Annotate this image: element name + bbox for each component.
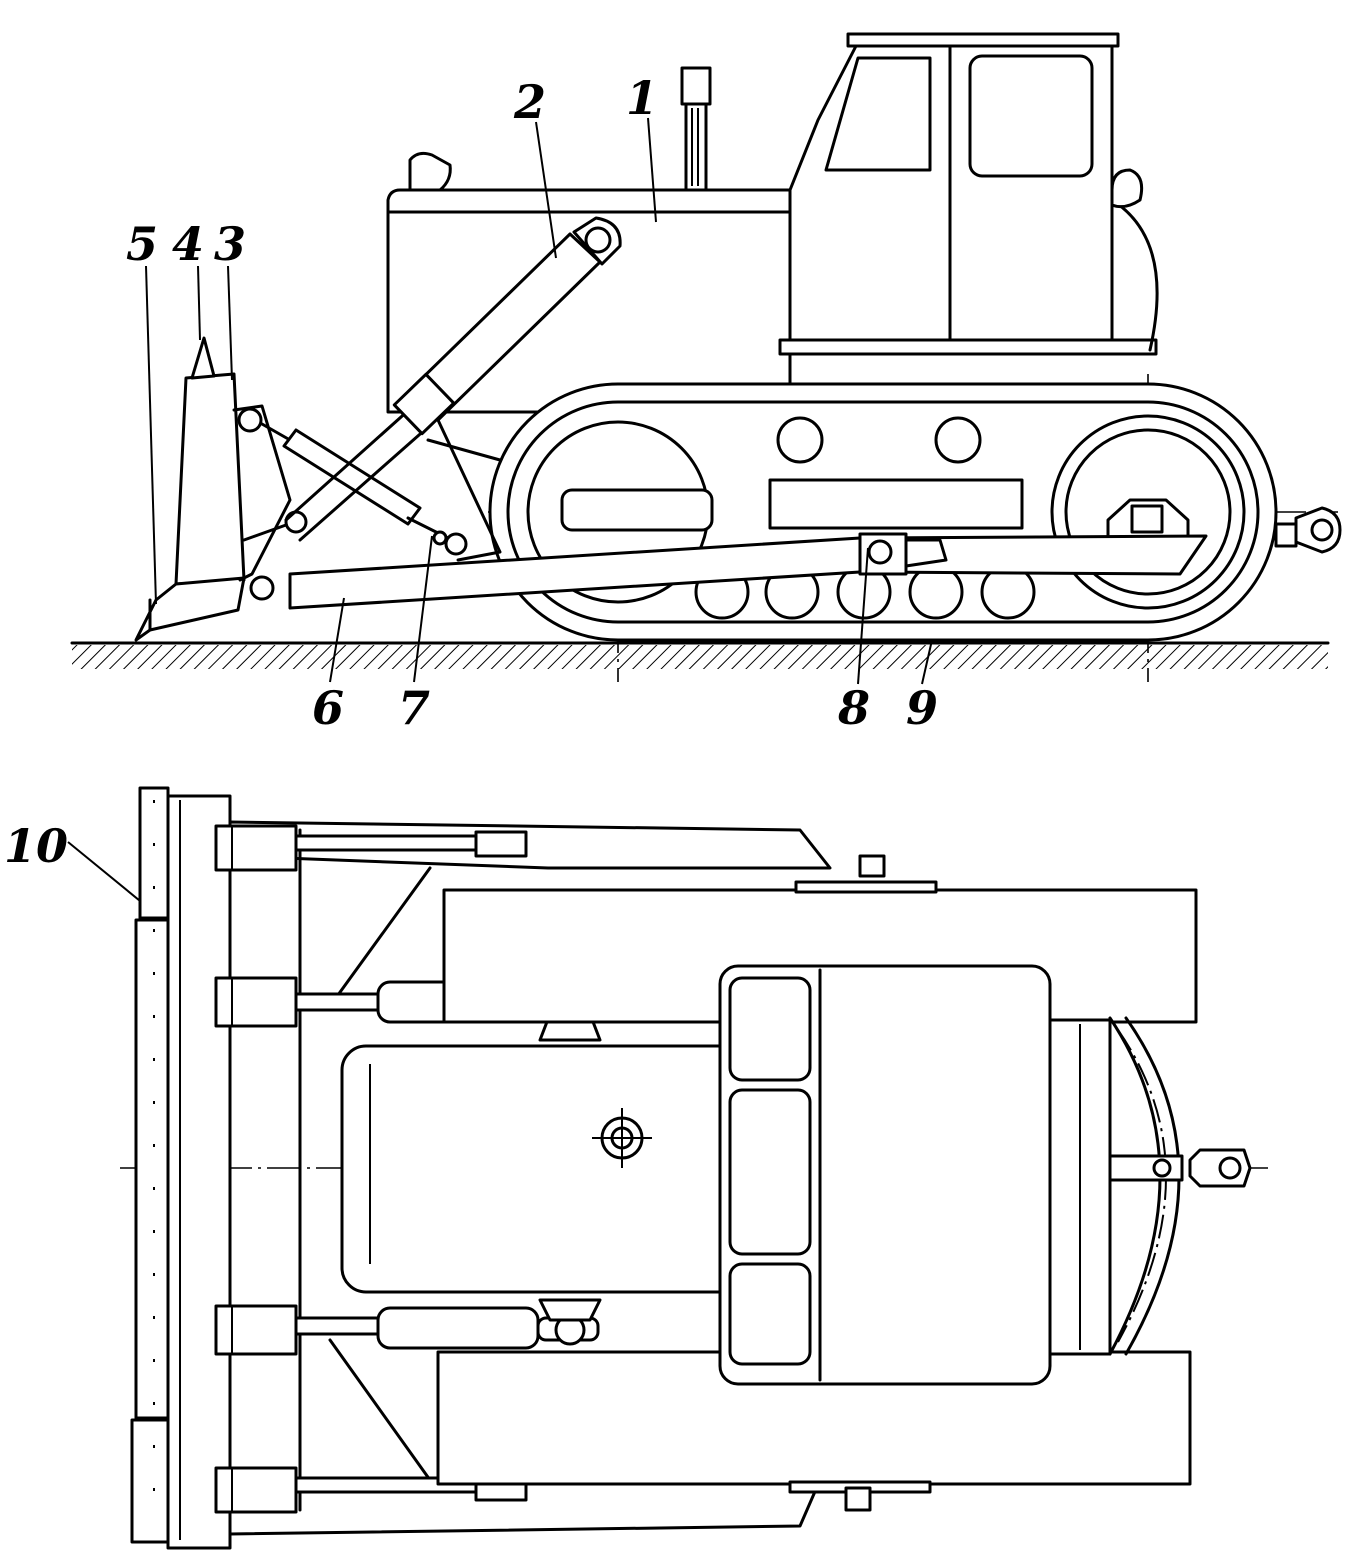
crawler-track: [488, 382, 1342, 642]
rear-light-icon: [1110, 168, 1144, 209]
ground-surface: [70, 641, 1330, 669]
label-5: 5: [126, 217, 158, 271]
lift-cylinder: [284, 216, 622, 562]
top-cabin: [718, 964, 1052, 1386]
headlight-icon: [408, 151, 452, 192]
carrier-roller-1: [776, 416, 824, 464]
top-view: 10: [4, 786, 1268, 1550]
side-view: 1 2 3 4 5 6 7 8 9: [67, 32, 1342, 969]
top-tilt-cylinders: [294, 830, 528, 1502]
label-9: 9: [906, 681, 938, 735]
top-engine-hood: [340, 1044, 764, 1294]
cabin-door-window: [968, 54, 1094, 178]
label-10: 10: [4, 819, 68, 873]
cabin-front-window: [824, 56, 932, 172]
label-1: 1: [626, 71, 658, 125]
tilt-cylinder: [260, 422, 468, 556]
blade-assembly: [134, 336, 308, 642]
top-blade: [130, 786, 232, 1550]
label-2: 2: [513, 75, 546, 129]
top-rear: [1048, 1016, 1252, 1356]
carrier-roller-2: [934, 416, 982, 464]
pivot-joint-icon: [867, 539, 893, 565]
label-8: 8: [837, 681, 870, 735]
label-4: 4: [172, 217, 204, 271]
blade-top-bracket: [190, 336, 216, 380]
blade-knife: [134, 576, 246, 642]
exhaust-pipe-icon: [680, 66, 712, 106]
label-6: 6: [312, 681, 344, 735]
blade: [174, 372, 246, 586]
label-7: 7: [398, 681, 430, 735]
label-3: 3: [214, 217, 246, 271]
cabin: [778, 32, 1159, 356]
side-callouts: 1 2 3 4 5 6 7 8 9: [67, 71, 938, 969]
